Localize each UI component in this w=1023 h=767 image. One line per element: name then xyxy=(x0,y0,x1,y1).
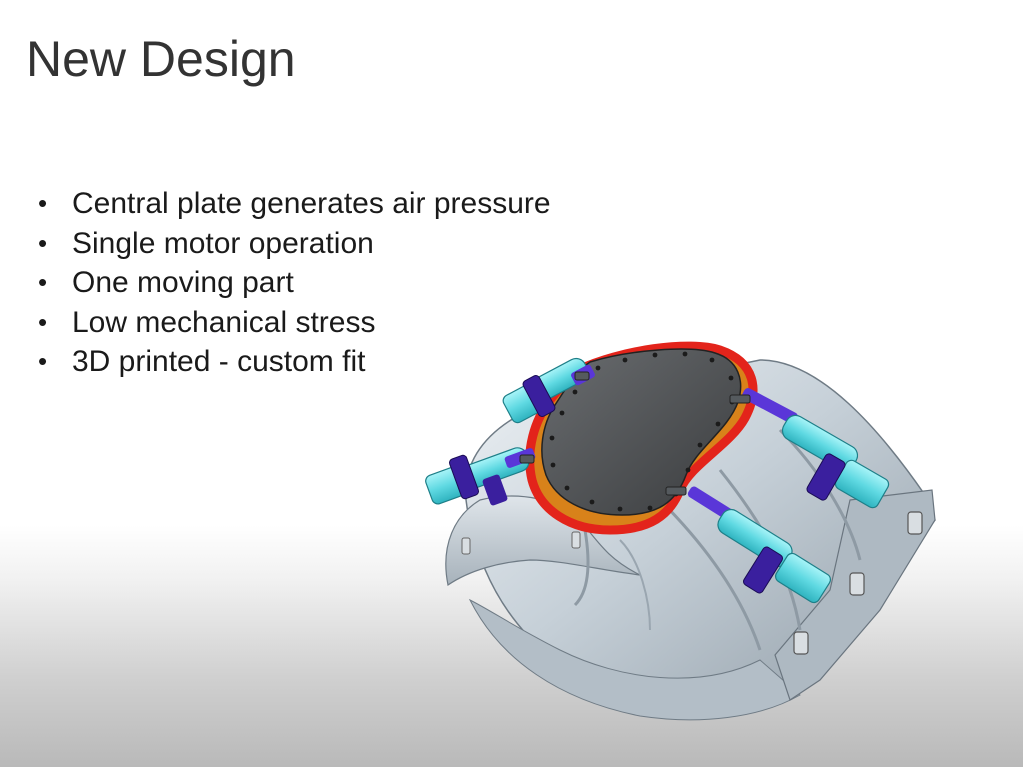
bullet-text: One moving part xyxy=(72,266,294,299)
bullet-glyph: • xyxy=(38,188,48,218)
bullet-list: • Central plate generates air pressure • S… xyxy=(30,184,551,382)
bullet-text: 3D printed - custom fit xyxy=(72,345,366,378)
bullet-text: Low mechanical stress xyxy=(72,305,376,339)
bullet-item: • Low mechanical stress xyxy=(30,303,551,343)
bullet-text: Central plate generates air pressure xyxy=(72,187,551,220)
bullet-text: Single motor operation xyxy=(72,226,374,260)
actuator-assemblies xyxy=(425,357,890,604)
bullet-glyph: • xyxy=(38,346,48,376)
bullet-item: • Central plate generates air pressure xyxy=(30,184,551,224)
bullet-item: • 3D printed - custom fit xyxy=(30,342,551,382)
bullet-glyph: • xyxy=(38,227,48,258)
bullet-item: • Single motor operation xyxy=(30,224,551,264)
slide-title: New Design xyxy=(26,31,296,87)
bullet-glyph: • xyxy=(38,267,48,297)
plate-mount-tabs xyxy=(519,371,751,496)
bullet-glyph: • xyxy=(38,306,48,337)
latch-icons xyxy=(461,511,923,655)
bullet-item: • One moving part xyxy=(30,263,551,303)
